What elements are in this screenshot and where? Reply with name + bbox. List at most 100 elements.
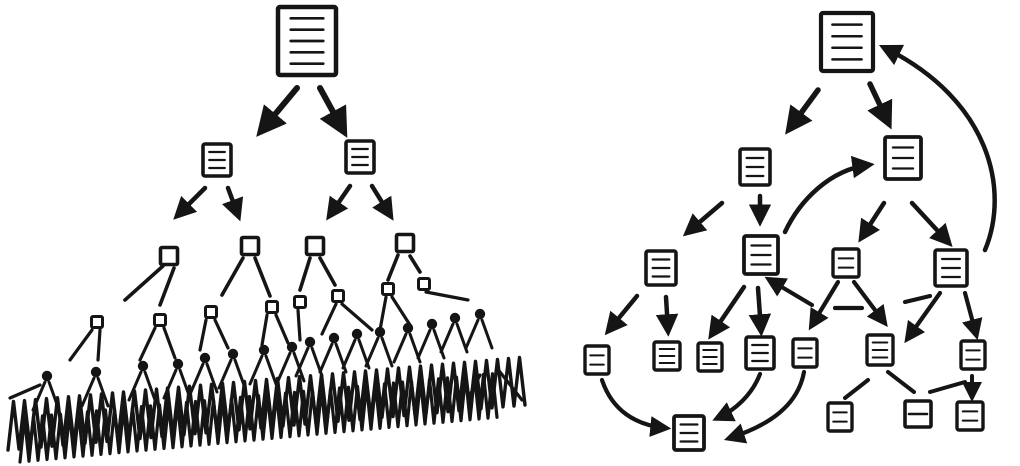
link-curve-arrow <box>599 377 672 437</box>
page-node-icon <box>417 277 431 291</box>
link-stroke <box>298 256 312 292</box>
link-arrow <box>317 85 348 138</box>
branch-stroke <box>380 336 394 368</box>
edge-stroke <box>468 373 482 397</box>
branch-stroke <box>464 318 480 350</box>
document-frame <box>955 400 985 432</box>
leaf-node-marker <box>172 358 184 370</box>
leaf-node-marker <box>374 326 386 338</box>
link-arrow <box>708 284 747 340</box>
fan-out-strokes <box>18 372 499 464</box>
leaf-node-marker <box>227 348 239 360</box>
level4-document-icon <box>652 340 682 372</box>
edge-stroke <box>8 383 42 400</box>
link-arrow <box>369 183 394 221</box>
link-arrow <box>655 294 679 337</box>
branch-stroke <box>364 336 380 368</box>
link-arrow <box>326 183 353 221</box>
page-node-icon <box>204 305 218 319</box>
link-arrow <box>221 185 244 222</box>
leaf-node-marker <box>474 308 486 320</box>
left-panel-tree-diagram <box>6 4 527 464</box>
level3-document-icon <box>742 234 780 276</box>
branch-stroke <box>276 351 292 383</box>
page-node-icon <box>331 289 345 303</box>
page-node-icon <box>153 313 167 327</box>
link-stroke <box>123 264 165 302</box>
link-arrow <box>904 290 943 344</box>
leaf-node-marker <box>199 352 211 364</box>
link-stroke <box>198 318 208 352</box>
link-curve-arrow <box>724 369 807 444</box>
link-stroke <box>158 266 176 307</box>
link-arrow <box>962 290 983 341</box>
leaf-node-marker <box>402 322 414 334</box>
branch-stroke <box>416 328 432 360</box>
branch-stroke <box>127 370 143 402</box>
link-arrow <box>604 293 640 336</box>
link-stroke <box>274 313 290 345</box>
link-stroke <box>253 256 272 298</box>
link-arrow <box>785 87 821 135</box>
leaf-node-marker <box>286 341 298 353</box>
page-node-icon <box>394 232 416 254</box>
link-stroke <box>162 326 177 360</box>
page-node-icon <box>293 295 307 309</box>
link-stroke <box>424 290 470 302</box>
leaf-node-marker <box>137 360 149 372</box>
page-node-icon <box>265 300 279 314</box>
page-node-icon <box>239 235 261 257</box>
link-stroke <box>260 313 269 347</box>
link-stroke <box>378 295 388 332</box>
link-curve-arrow <box>782 155 875 235</box>
page-node-icon <box>90 315 104 329</box>
link-arrow <box>256 85 300 137</box>
link-stroke <box>390 295 412 327</box>
branch-stroke <box>143 370 157 402</box>
level4-document-icon <box>583 344 611 376</box>
page-node-icon <box>381 282 395 296</box>
branch-stroke <box>248 354 264 386</box>
leaf-node-marker <box>304 336 316 348</box>
document-frame <box>831 247 861 279</box>
link-arrow <box>808 279 841 331</box>
branch-stroke <box>80 376 96 408</box>
link-stroke <box>318 256 337 287</box>
document-frame <box>583 344 611 376</box>
link-curve-arrow <box>712 371 763 422</box>
document-frame <box>818 10 876 74</box>
leaf-node-marker <box>41 370 53 382</box>
link-stroke <box>96 328 102 362</box>
level5-document-icon <box>955 400 985 432</box>
link-arrow <box>851 279 888 328</box>
branch-stroke <box>439 322 455 354</box>
tree-branch-stroke <box>843 378 870 400</box>
document-frame <box>791 337 819 369</box>
cross-link-stroke <box>902 293 933 305</box>
level2-document-icon <box>201 142 233 178</box>
branch-stroke <box>318 342 334 374</box>
branch-stroke <box>189 362 205 394</box>
level2-document-icon <box>738 147 772 187</box>
level4-document-icon <box>791 337 819 369</box>
level4-document-icon <box>865 333 895 367</box>
leaf-node-marker <box>426 318 438 330</box>
branch-stroke <box>480 318 494 350</box>
link-arrow <box>173 185 208 220</box>
level2-document-icon <box>883 135 923 181</box>
level3-document-icon <box>831 247 861 279</box>
level5-document-icon <box>826 401 854 433</box>
link-arrow <box>858 200 887 243</box>
branch-stroke <box>264 354 278 386</box>
level5-document-icon <box>672 414 706 452</box>
link-arrow <box>764 276 815 308</box>
link-arrow <box>867 81 893 130</box>
branch-stroke <box>96 376 110 408</box>
document-frame <box>959 339 987 371</box>
leaf-node-marker <box>90 366 102 378</box>
branch-stroke <box>205 362 219 394</box>
link-stroke <box>68 328 94 362</box>
tree-branch-stroke <box>928 380 967 394</box>
level4-document-icon <box>959 339 987 371</box>
